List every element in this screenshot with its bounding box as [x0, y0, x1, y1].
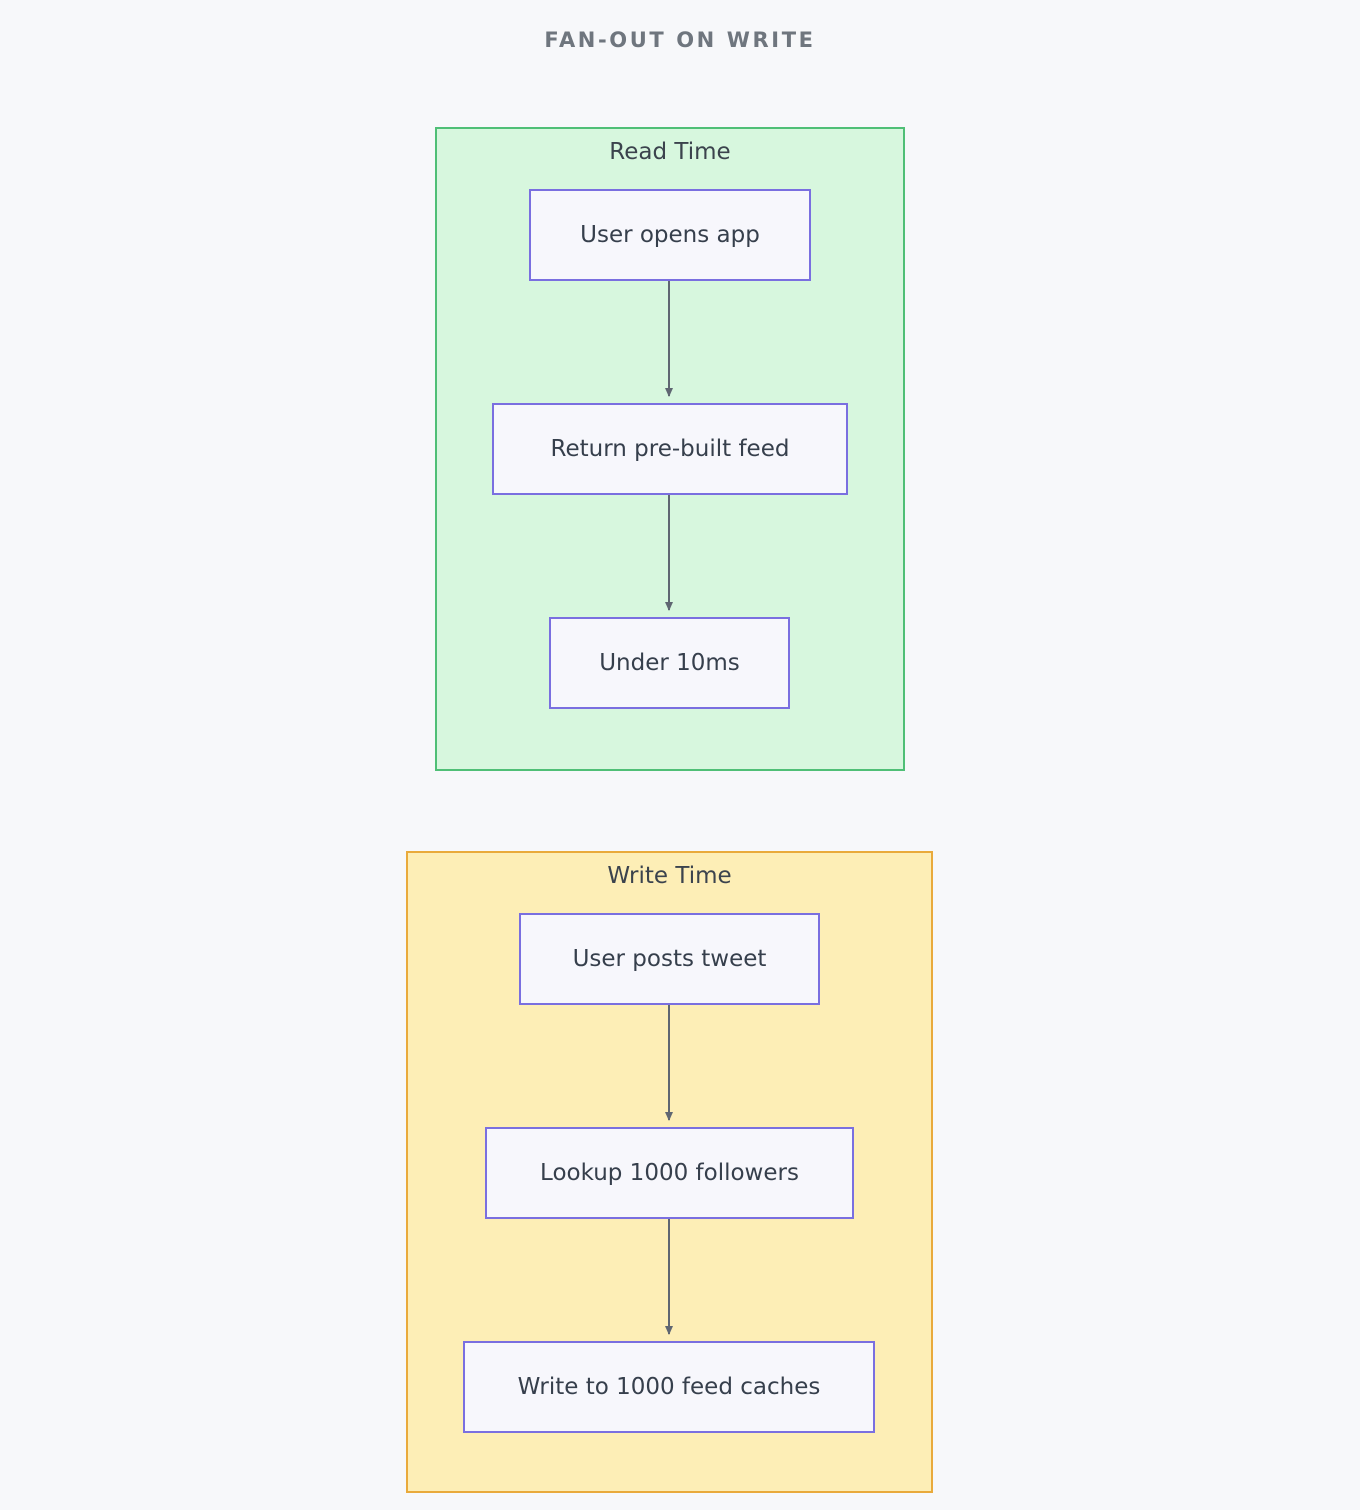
node-label: Lookup 1000 followers — [540, 1160, 799, 1186]
node-label: Under 10ms — [599, 650, 740, 676]
node-user-posts-tweet[interactable]: User posts tweet — [519, 913, 820, 1005]
node-label: User posts tweet — [572, 946, 767, 972]
node-label: User opens app — [580, 222, 760, 248]
node-label: Return pre-built feed — [550, 436, 790, 462]
node-under-10ms[interactable]: Under 10ms — [549, 617, 790, 709]
subgraph-label-write-time: Write Time — [607, 863, 732, 889]
page-title: FAN-OUT ON WRITE — [544, 28, 816, 52]
node-write-to-1000-feed-caches[interactable]: Write to 1000 feed caches — [463, 1341, 875, 1433]
subgraph-label-read-time: Read Time — [609, 139, 731, 165]
node-label: Write to 1000 feed caches — [517, 1374, 821, 1400]
node-lookup-1000-followers[interactable]: Lookup 1000 followers — [485, 1127, 854, 1219]
node-return-prebuilt-feed[interactable]: Return pre-built feed — [492, 403, 848, 495]
node-user-opens-app[interactable]: User opens app — [529, 189, 811, 281]
